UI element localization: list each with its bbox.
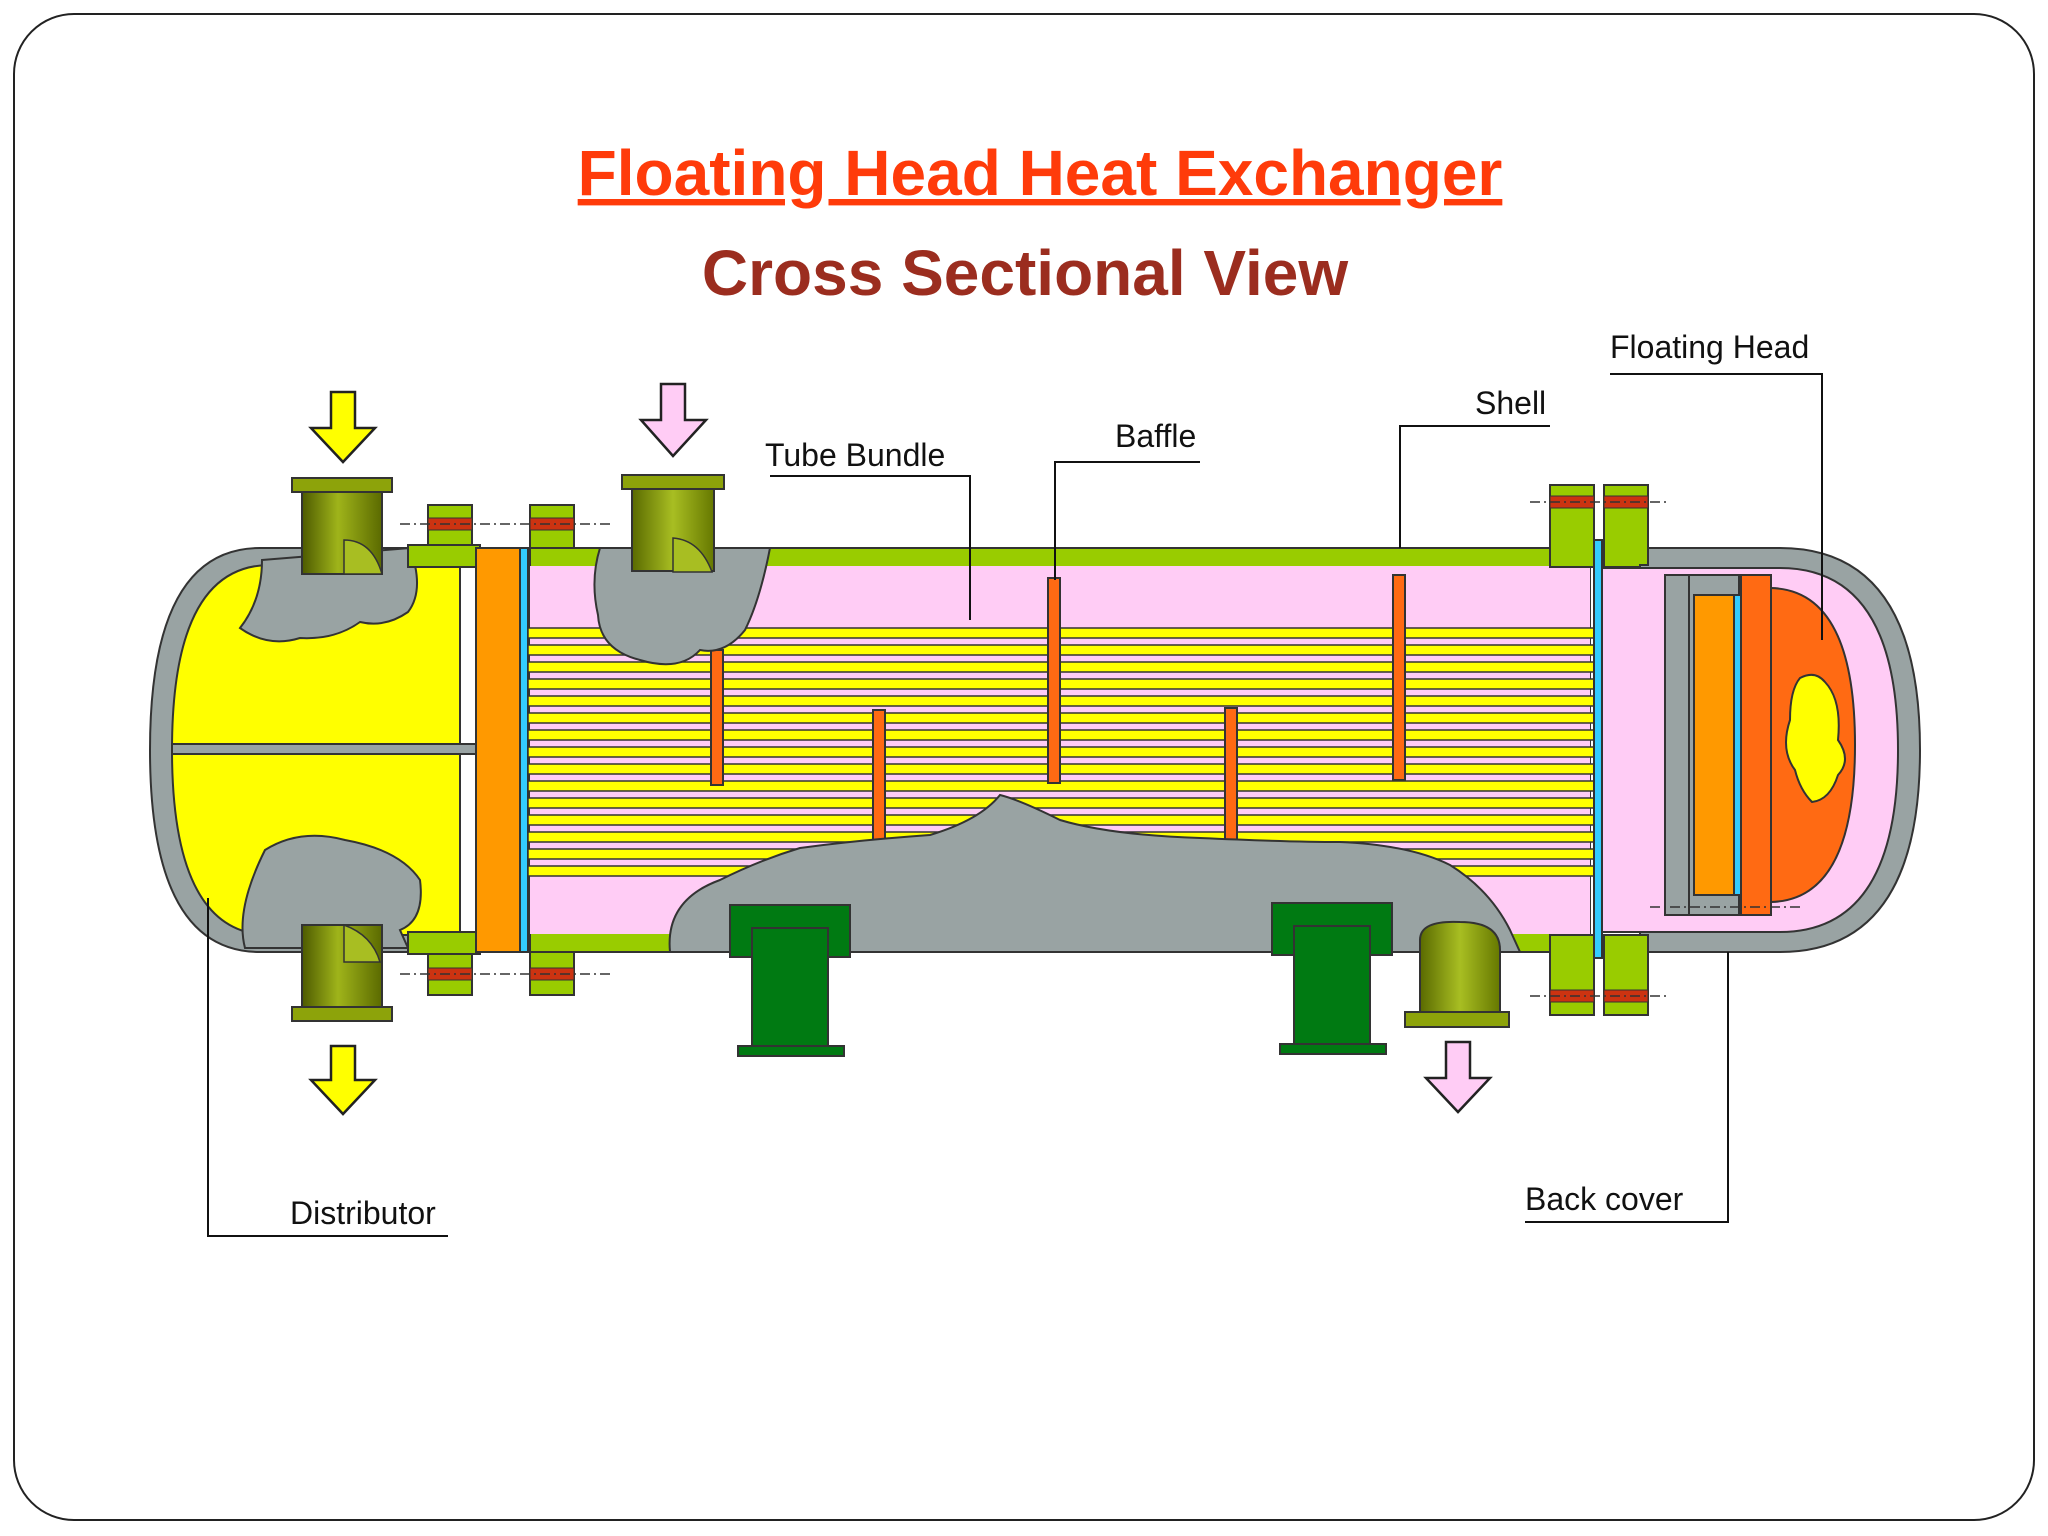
baffle <box>1047 577 1061 784</box>
floating-tubesheet <box>1693 594 1735 896</box>
tube <box>527 695 1669 707</box>
baffle <box>1224 707 1238 859</box>
tube <box>527 661 1669 673</box>
tube <box>527 678 1669 690</box>
tube <box>527 763 1669 775</box>
label-baffle-text: Baffle <box>1115 418 1196 454</box>
cutaway-shell-top <box>593 547 772 666</box>
shell-inlet-nozzle <box>621 474 725 573</box>
baffle <box>1392 574 1406 781</box>
tube-bundle <box>527 627 1695 877</box>
stationary-tubesheet <box>475 547 521 953</box>
label-tube-bundle-text: Tube Bundle <box>765 437 945 473</box>
label-distributor: Distributor <box>207 898 448 1237</box>
label-distributor-text: Distributor <box>290 1195 436 1231</box>
tube-inlet-arrow-icon <box>308 390 378 464</box>
label-shell-text: Shell <box>1475 385 1546 421</box>
label-back-cover: Back cover <box>1525 952 1729 1223</box>
tube <box>527 729 1669 741</box>
baffle <box>872 709 886 856</box>
label-floating-head: Floating Head <box>1610 329 1823 640</box>
shell-outlet-arrow-icon <box>1423 1040 1493 1114</box>
baffle <box>710 649 724 786</box>
tube-outlet-nozzle <box>291 923 393 1022</box>
shell-flange-right-bottom <box>1549 934 1595 1016</box>
label-floating-head-text: Floating Head <box>1610 329 1809 365</box>
cutaway-floating-head <box>1785 673 1846 804</box>
baffles <box>710 574 1406 859</box>
distributor-channel <box>148 546 478 953</box>
diagram-subtitle: Cross Sectional View <box>702 237 1348 309</box>
channel-flange-top <box>407 504 481 568</box>
gasket-left <box>519 547 529 953</box>
floating-head <box>1650 574 1857 916</box>
label-baffle: Baffle <box>1054 418 1200 580</box>
pass-partition-plate <box>171 743 478 755</box>
diagram-title: Floating Head Heat Exchanger <box>578 137 1503 209</box>
tube <box>527 797 1669 809</box>
tube <box>527 746 1669 758</box>
cover-flange-bottom <box>1603 934 1649 1016</box>
shell-outlet-nozzle <box>1404 920 1510 1028</box>
saddle-support-right <box>1271 902 1393 1055</box>
tube-outlet-arrow-icon <box>308 1044 378 1116</box>
cover-flange-top <box>1603 484 1649 568</box>
cutaway-bottom-left <box>241 834 422 949</box>
saddle-support-left <box>729 904 851 1057</box>
label-tube-bundle: Tube Bundle <box>765 437 971 620</box>
channel-flange-bottom <box>407 931 481 996</box>
tube <box>527 712 1669 724</box>
tube-inlet-nozzle <box>291 477 393 575</box>
shell-flange-right-top <box>1549 484 1595 568</box>
label-back-cover-text: Back cover <box>1525 1181 1684 1217</box>
label-shell: Shell <box>1399 385 1550 548</box>
shell-inlet-arrow-icon <box>638 382 709 458</box>
tube <box>527 780 1669 792</box>
tube <box>527 814 1669 826</box>
gasket-right <box>1593 539 1603 959</box>
